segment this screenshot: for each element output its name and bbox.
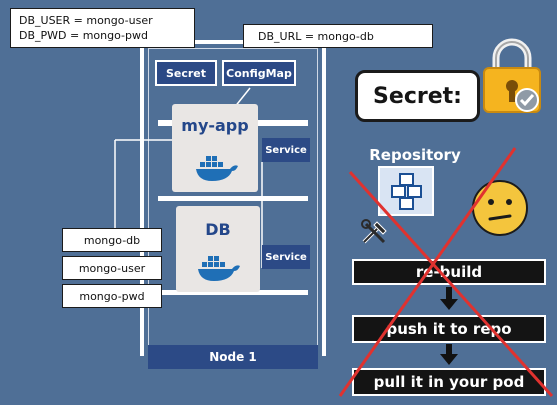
node-frame-inner (148, 48, 318, 348)
db-pod: DB (176, 206, 260, 292)
configmap-block: ConfigMap (222, 60, 296, 86)
env-pwd-line: DB_PWD = mongo-pwd (19, 29, 148, 42)
app-service: Service (262, 138, 310, 162)
configmap-block-label: ConfigMap (226, 66, 292, 80)
secret-panel: Secret: (355, 70, 480, 122)
db-pod-label: DB (205, 220, 231, 239)
credential-box-db: mongo-db (62, 228, 162, 252)
secret-panel-title: Secret: (373, 83, 462, 109)
repository-cubes-icon (391, 173, 422, 210)
repository-tile (378, 166, 434, 216)
docker-whale-icon (196, 156, 238, 181)
node-label: Node 1 (209, 350, 257, 364)
repository-label: Repository (369, 146, 461, 164)
secret-block: Secret (155, 60, 217, 86)
credential-box-pwd: mongo-pwd (62, 284, 162, 308)
step-rebuild: re-build (352, 259, 546, 285)
down-arrow-icon (440, 344, 458, 365)
env-config-box: DB_USER = mongo-user DB_PWD = mongo-pwd (10, 8, 195, 48)
app-pod-label: my-app (181, 116, 249, 135)
step-push-label: push it to repo (386, 320, 512, 338)
down-arrow-icon (440, 287, 458, 310)
app-service-label: Service (265, 144, 307, 156)
tools-icon (361, 219, 387, 244)
secret-block-label: Secret (165, 66, 207, 80)
step-pull-label: pull it in your pod (373, 373, 525, 391)
node-frame (140, 40, 326, 356)
credential-user: mongo-user (78, 262, 146, 275)
docker-whale-icon (198, 256, 240, 281)
neutral-face-icon (472, 180, 528, 236)
checkmark-badge-icon (515, 88, 539, 112)
db-service-label: Service (265, 251, 307, 263)
step-push: push it to repo (352, 315, 546, 343)
node-label-bar: Node 1 (148, 345, 318, 369)
env-user-line: DB_USER = mongo-user (19, 14, 153, 27)
step-pull: pull it in your pod (352, 368, 546, 396)
app-pod: my-app (172, 104, 258, 192)
credential-box-user: mongo-user (62, 256, 162, 280)
env-url-line: DB_URL = mongo-db (258, 30, 374, 43)
credential-db: mongo-db (83, 234, 141, 247)
credential-pwd: mongo-pwd (79, 290, 145, 303)
env-url-box: DB_URL = mongo-db (243, 24, 433, 48)
db-service: Service (262, 245, 310, 269)
